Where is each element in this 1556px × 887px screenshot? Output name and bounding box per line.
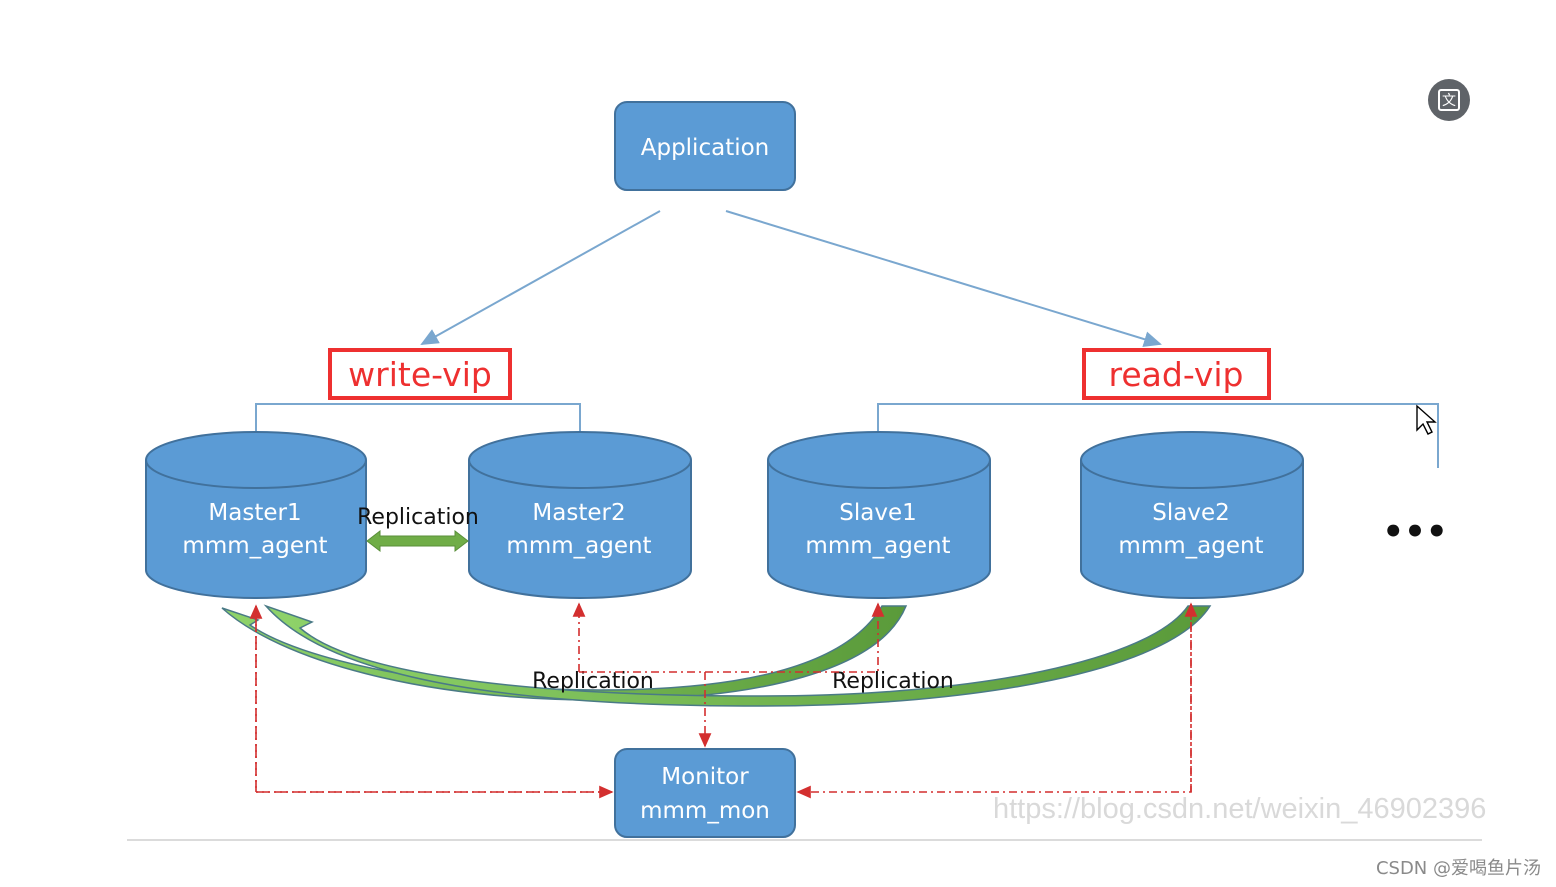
- read-vip-bracket: [877, 403, 1439, 468]
- monitor-process: mmm_mon: [640, 798, 770, 824]
- replication-slave1-label: Replication: [532, 669, 654, 694]
- master2-node: Master2 mmm_agent: [468, 431, 692, 599]
- master-replication-label: Replication: [357, 505, 479, 530]
- mouse-pointer-icon: [1416, 404, 1437, 435]
- slave1-agent: mmm_agent: [805, 533, 950, 559]
- more-nodes-ellipsis: •••: [1382, 512, 1447, 552]
- write-vip-bracket: [255, 403, 581, 432]
- translate-button[interactable]: 文: [1428, 79, 1470, 121]
- master2-name: Master2: [532, 500, 625, 526]
- slave2-node: Slave2 mmm_agent: [1080, 431, 1304, 599]
- watermark: https://blog.csdn.net/weixin_46902396: [993, 793, 1486, 825]
- master2-agent: mmm_agent: [506, 533, 651, 559]
- application-label: Application: [641, 135, 770, 161]
- master-replication-arrow: [366, 529, 469, 553]
- master1-node: Master1 mmm_agent: [145, 431, 367, 599]
- slave2-name: Slave2: [1152, 500, 1229, 526]
- slave2-agent: mmm_agent: [1118, 533, 1263, 559]
- read-vip-label: read-vip: [1109, 355, 1244, 394]
- application-node: Application: [614, 101, 796, 191]
- replication-curve-to-slave2: [263, 604, 1212, 707]
- write-vip-label: write-vip: [348, 355, 492, 394]
- master1-name: Master1: [208, 500, 301, 526]
- csdn-credit: CSDN @爱喝鱼片汤: [1376, 858, 1541, 879]
- master1-agent: mmm_agent: [182, 533, 327, 559]
- replication-slave2-label: Replication: [832, 669, 954, 694]
- read-vip-box: read-vip: [1082, 348, 1271, 400]
- write-vip-box: write-vip: [328, 348, 512, 400]
- monitor-node: Monitor mmm_mon: [614, 748, 796, 838]
- slave1-name: Slave1: [839, 500, 916, 526]
- app-to-read-vip-line: [725, 210, 1162, 347]
- app-to-write-vip-line: [420, 210, 661, 345]
- slave1-node: Slave1 mmm_agent: [767, 431, 991, 599]
- monitor-name: Monitor: [661, 764, 749, 790]
- translate-icon: 文: [1438, 89, 1460, 111]
- monitor-links: [249, 602, 1198, 799]
